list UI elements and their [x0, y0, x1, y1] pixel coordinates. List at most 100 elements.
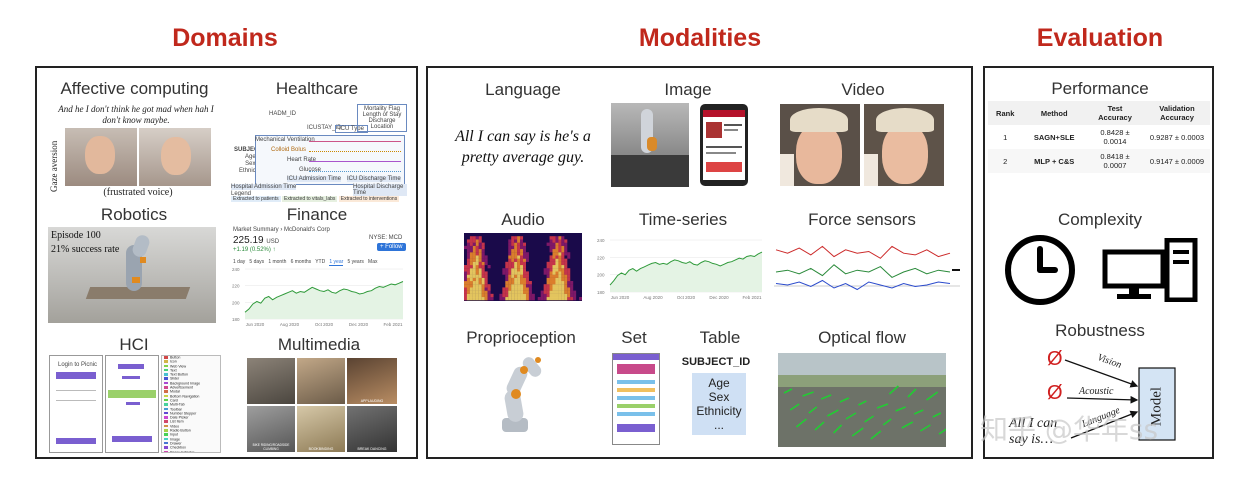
force-trace — [775, 264, 951, 278]
y-tick-label: 200 — [232, 300, 240, 305]
spectrogram-cell — [564, 281, 568, 285]
range-tab[interactable]: Max — [368, 259, 378, 265]
spectrogram-cell — [469, 258, 473, 262]
spectrogram-cell — [466, 239, 470, 243]
spectrogram-cell — [567, 277, 571, 282]
spectrogram-cell — [520, 261, 524, 266]
spectrogram-cell — [555, 265, 559, 269]
spectrogram-cell — [520, 290, 524, 294]
video-frame — [247, 358, 295, 404]
x-tick-label: Feb 2021 — [383, 322, 403, 327]
spectrogram-cell — [558, 277, 562, 282]
range-tab[interactable]: 5 years — [347, 259, 364, 265]
spectrogram-cell — [475, 255, 479, 259]
range-tab[interactable]: 1 month — [268, 259, 287, 265]
legend-item: Number Stepper — [162, 411, 220, 416]
spectrogram-cell — [517, 277, 521, 282]
spectrogram-cell — [484, 290, 488, 294]
spectrogram-cell — [552, 242, 556, 246]
range-tab[interactable]: 1 year — [329, 259, 344, 266]
spectrogram-cell — [511, 274, 515, 278]
spectrogram-cell — [520, 265, 524, 269]
spectrogram-cell — [487, 293, 491, 298]
proprioception-label: Proprioception — [466, 328, 576, 347]
spectrogram-cell — [552, 287, 556, 291]
spectrogram-cell — [484, 261, 488, 266]
spectrogram-cell — [523, 271, 526, 275]
range-tab[interactable]: 6 months — [290, 259, 312, 265]
spectrogram-cell — [564, 274, 568, 278]
legend-swatch — [164, 386, 168, 389]
spectrogram-cell — [511, 252, 515, 256]
flow-vector — [895, 406, 906, 412]
spectrogram-cell — [561, 284, 565, 288]
spectrogram-cell — [564, 277, 568, 282]
spectrogram-cell — [472, 242, 476, 246]
spectrogram-cell — [472, 287, 476, 291]
spectrogram-cell — [469, 274, 473, 278]
spectrogram-cell — [517, 265, 521, 269]
spectrogram-cell — [508, 274, 512, 278]
flow-vector — [901, 421, 914, 429]
spectrogram-cell — [543, 284, 547, 288]
spectrogram-cell — [552, 274, 556, 278]
legend-item: Bottom Navigation — [162, 394, 220, 399]
spectrogram-cell — [481, 284, 485, 288]
spectrogram-cell — [484, 277, 488, 282]
spectrogram-cell — [570, 293, 574, 298]
spectrogram-cell — [564, 261, 568, 266]
spectrogram-cell — [466, 249, 470, 253]
spectrogram-cell — [567, 287, 571, 291]
spectrogram-cell — [573, 293, 577, 298]
spectrogram-cell — [466, 245, 470, 250]
spectrogram-cell — [561, 297, 565, 301]
legend-swatch — [164, 398, 168, 402]
follow-button[interactable]: + Follow — [377, 243, 406, 251]
spectrogram-cell — [558, 261, 562, 266]
spectrogram-cell — [558, 249, 562, 253]
spectrogram-cell — [484, 255, 488, 259]
x-tick-label: Dec 2020 — [349, 322, 369, 327]
complexity-label: Complexity — [1057, 210, 1143, 229]
spectrogram-cell — [555, 293, 559, 298]
legend-swatch — [164, 364, 168, 368]
spectrogram-cell — [478, 277, 482, 282]
legend-swatch — [164, 360, 168, 363]
range-tab[interactable]: 1 day — [233, 259, 246, 265]
range-tab[interactable]: 5 days — [249, 259, 265, 265]
spectrogram-cell — [484, 297, 488, 301]
spectrogram-cell — [558, 252, 562, 256]
spectrogram-cell — [525, 281, 529, 285]
spectrogram-cell — [523, 297, 526, 301]
spectrogram-cell — [508, 265, 512, 269]
spectrogram-cell — [528, 293, 532, 298]
table-header-subject-id: SUBJECT_ID — [681, 356, 751, 368]
empty-set-icon: Ø — [1047, 382, 1063, 404]
range-tab[interactable]: YTD — [315, 259, 326, 265]
evaluation-heading: Evaluation — [1036, 24, 1164, 52]
spectrogram-cell — [558, 297, 562, 301]
spectrogram-cell — [528, 297, 532, 301]
spectrogram-cell — [573, 290, 577, 294]
legend-swatch — [164, 377, 168, 380]
spectrogram-cell — [475, 258, 479, 262]
watermark: 知乎 @华年ss — [980, 413, 1159, 446]
spectrogram-cell — [502, 290, 506, 294]
spectrogram-cell — [552, 297, 556, 301]
spectrogram-cell — [555, 242, 559, 246]
spectrogram-cell — [478, 255, 482, 259]
robustness-diagram: Ø Ø Vision Acoustic Language Model All I… — [985, 342, 1214, 458]
spectrogram-cell — [517, 258, 521, 262]
spectrogram-cell — [478, 293, 482, 298]
spectrogram-cell — [478, 252, 482, 256]
flow-vector — [926, 391, 939, 401]
spectrogram-cell — [552, 277, 556, 282]
spectrogram-cell — [564, 239, 568, 243]
spectrogram-cell — [520, 274, 524, 278]
language-label: Language — [485, 80, 561, 99]
spectrogram-cell — [484, 258, 488, 262]
spectrogram-cell — [561, 290, 565, 294]
spectrogram-cell — [525, 284, 529, 288]
robotics-label: Robotics — [100, 205, 168, 224]
